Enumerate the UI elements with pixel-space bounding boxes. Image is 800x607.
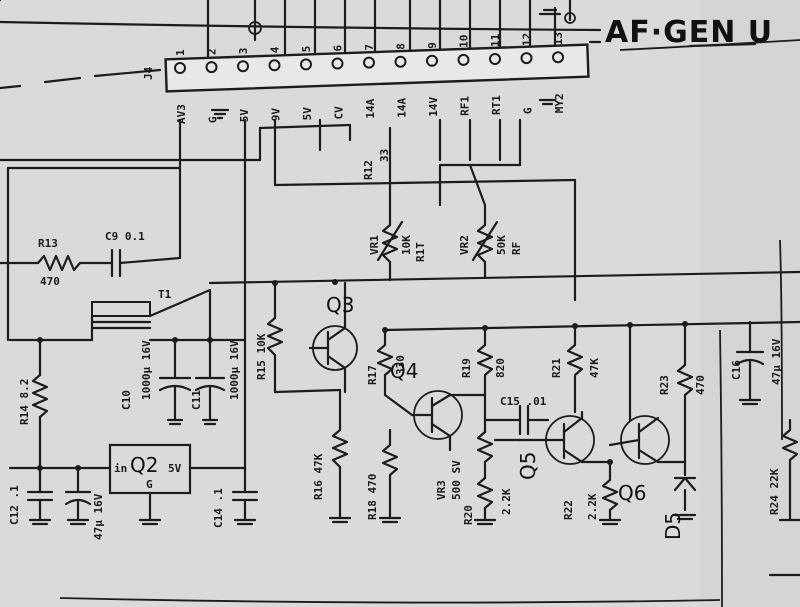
c9-ref: C9 0.1 — [105, 230, 145, 243]
connector-pin-signal: 14A — [364, 98, 377, 118]
q6-ref: Q6 — [618, 481, 646, 505]
output-section — [59, 239, 800, 607]
connector-pin-number: 3 — [237, 48, 250, 55]
signal-wiring — [0, 98, 577, 472]
connector-pin-number: 1 — [174, 49, 187, 56]
vr3-val: 500 SV — [450, 460, 463, 500]
c13-ref: 47μ 16V — [92, 493, 105, 540]
connector-pin-number: 10 — [458, 35, 471, 48]
connector-pin-number: 7 — [363, 44, 376, 51]
r20-val: 2.2K — [500, 488, 513, 515]
q2-pin-in: in — [114, 462, 127, 475]
connector-pin-signal: 5V — [301, 107, 314, 121]
vr2-sub: RF — [510, 242, 523, 255]
vr1-sub: R1T — [414, 242, 427, 262]
r14-ref: R14 8.2 — [18, 379, 31, 425]
connector-pin-signal: 14V — [427, 97, 440, 117]
c16-ref: C16 — [730, 360, 743, 380]
connector-pin-1 — [174, 62, 186, 74]
connector-pin-4 — [268, 59, 281, 72]
vr1-ref: VR1 — [368, 235, 381, 255]
vr2-val: 50K — [495, 235, 508, 255]
connector-pin-6 — [331, 57, 344, 70]
c11-ref: C11 — [190, 390, 203, 410]
connector-pin-3 — [237, 60, 249, 73]
r12-val: 33 — [378, 149, 391, 162]
connector-pin-number: 12 — [521, 33, 534, 46]
q4-ref: Q4 — [390, 359, 418, 383]
connector-pin-signal: 14A — [396, 97, 409, 117]
c14-ref: C14 .1 — [212, 488, 225, 528]
connector-pin-10 — [457, 53, 470, 66]
r21-ref: R21 — [550, 358, 563, 378]
connector-pin-13 — [552, 51, 564, 64]
connector-pin-number: 11 — [489, 33, 502, 47]
q2-ref: Q2 — [130, 453, 158, 477]
t1-ref: T1 — [158, 288, 172, 301]
connector-pin-number: 13 — [552, 32, 565, 45]
r22-ref: R22 — [562, 500, 575, 520]
c11-val: 1000μ 16V — [228, 340, 241, 400]
vr3-ref: VR3 — [435, 480, 448, 500]
connector-pin-number: 2 — [206, 48, 219, 55]
r19-ref: R19 — [460, 358, 473, 378]
connector-label: J4 — [142, 66, 155, 80]
connector-pin-8 — [394, 55, 407, 68]
c15-ref: C15 .01 — [500, 395, 547, 408]
connector-pin-signal: G — [207, 116, 220, 123]
q2-pin-out: 5V — [168, 462, 182, 475]
c12-ref: C12 .1 — [8, 485, 21, 525]
r13-val: 470 — [40, 275, 60, 288]
connector-pin-7 — [363, 56, 375, 69]
r19-val: 820 — [494, 358, 507, 378]
connector-pin-11 — [489, 53, 501, 65]
connector-pin-12 — [520, 52, 533, 65]
component-labels: R13 470 C9 0.1 T1 R14 8.2 C10 1000μ 16V … — [8, 149, 783, 540]
r20-ref: R20 — [462, 505, 475, 525]
connector-pin-signal: G — [522, 107, 535, 114]
oscillator-section — [208, 203, 800, 526]
connector-pin-number: 4 — [269, 46, 282, 53]
connector-pin-9 — [426, 54, 438, 67]
connector-pin-signal: RF1 — [459, 96, 472, 116]
connector-pin-signal: RT1 — [490, 95, 503, 115]
r13-ref: R13 — [38, 237, 58, 250]
connector-pin-number: 6 — [332, 45, 345, 52]
connector-pin-signal: MY2 — [553, 93, 566, 113]
r24-ref: R24 22K — [768, 468, 781, 515]
connector-pin-signal: AV3 — [175, 104, 188, 124]
q5-ref: Q5 — [516, 452, 540, 480]
connector-pin-signal: 9V — [270, 108, 283, 122]
connector-pin-signal: 5V — [238, 109, 251, 123]
r21-val: 47K — [588, 358, 601, 378]
connector-pin-number: 5 — [300, 46, 313, 53]
c16-val: 47μ 16V — [770, 338, 783, 385]
vr1-val: 10K — [400, 235, 413, 255]
r23-ref: R23 — [658, 375, 671, 395]
connector-pin-signal: CV — [333, 106, 346, 120]
r17-val: 330 — [394, 355, 407, 375]
q2-pin-g: G — [146, 478, 153, 491]
r16-ref: R16 47K — [312, 453, 325, 500]
c10-val: 1000μ 16V — [140, 340, 153, 400]
r18-ref: R18 470 — [366, 474, 379, 520]
r17-ref: R17 — [366, 365, 379, 385]
q3-ref: Q3 — [326, 293, 354, 317]
r12-ref: R12 — [362, 160, 375, 180]
connector-pin-2 — [205, 61, 218, 74]
vr2-ref: VR2 — [458, 235, 471, 255]
connector-pin-5 — [300, 58, 312, 71]
connector-pin-number: 8 — [395, 43, 408, 50]
connector-pin-number: 9 — [426, 42, 439, 49]
r23-val: 470 — [694, 375, 707, 395]
d5-ref: D5 — [661, 512, 685, 540]
c10-ref: C10 — [120, 390, 133, 410]
input-section — [0, 166, 259, 526]
r15-ref: R15 10K — [255, 333, 268, 380]
r22-val: 2.2K — [586, 493, 599, 520]
